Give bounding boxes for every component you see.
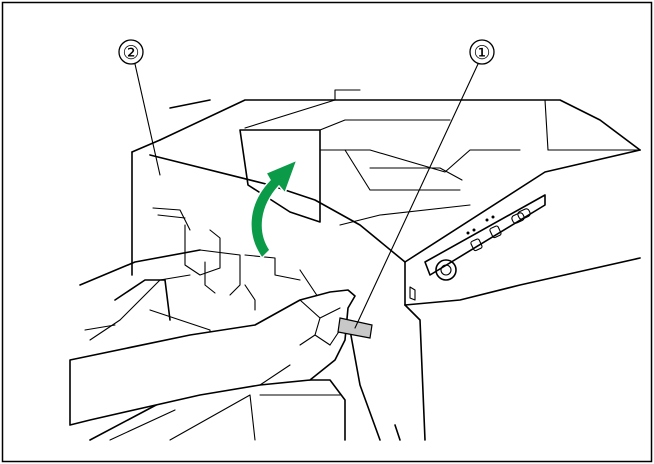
callout-1-leader [354, 63, 479, 329]
callout-2: ② [118, 39, 161, 176]
callout-1-label: ① [473, 43, 490, 64]
scanner-body [79, 89, 641, 441]
double-feed-skip-icon [511, 208, 531, 224]
callout-1: ① [354, 39, 495, 329]
control-panel [424, 194, 546, 281]
callout-2-leader [134, 63, 161, 176]
power-button-icon [435, 259, 457, 281]
mode-button-icon [485, 215, 502, 239]
mode-button-icon [466, 228, 483, 252]
callout-2-label: ② [122, 43, 139, 64]
open-direction-arrow-icon [250, 158, 299, 260]
hand [69, 289, 356, 426]
